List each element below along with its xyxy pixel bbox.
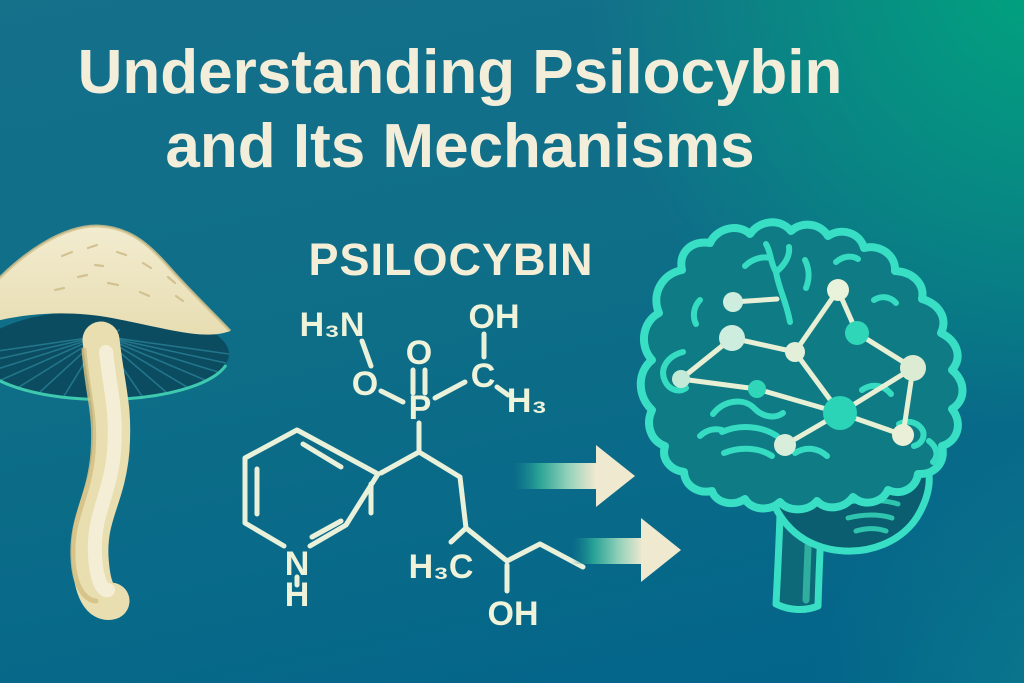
page-title-line1: Understanding Psilocybin bbox=[77, 38, 843, 107]
page-title: Understanding Psilocybin and Its Mechani… bbox=[0, 36, 920, 184]
molecule-heading: PSILOCYBIN bbox=[308, 234, 594, 285]
transformation-arrows bbox=[513, 445, 681, 582]
mushroom-stem-highlight bbox=[87, 345, 122, 598]
neural-edges bbox=[678, 287, 916, 448]
neural-node bbox=[900, 355, 926, 381]
atom-label-h3-right: H₃ bbox=[507, 382, 547, 420]
neural-network bbox=[672, 279, 926, 456]
atom-label-ring-h: H bbox=[285, 576, 310, 614]
neural-node bbox=[774, 434, 796, 456]
atom-label-o-double: O bbox=[406, 334, 432, 372]
atom-label-h3c: H₃C bbox=[409, 548, 474, 586]
neural-node bbox=[723, 292, 743, 312]
atom-label-oh-bottom: OH bbox=[488, 595, 539, 633]
atom-label-oh-top: OH bbox=[469, 298, 520, 336]
neural-node bbox=[827, 279, 849, 301]
atom-label-p: P bbox=[409, 389, 432, 427]
atom-label-ring-n: N bbox=[285, 545, 310, 583]
arrow-right-icon bbox=[513, 445, 635, 507]
neural-node bbox=[748, 380, 766, 398]
mushroom-cap-outline bbox=[0, 224, 232, 333]
arrow-right-icon bbox=[572, 518, 681, 582]
mushroom-cap-texture bbox=[53, 243, 185, 303]
cerebrum-outline bbox=[636, 218, 967, 514]
molecule-bonds bbox=[242, 331, 586, 594]
neural-node bbox=[823, 396, 857, 430]
neural-node bbox=[672, 370, 690, 388]
molecule-structure: H₃N O O OH P C H₃ H₃C N H OH bbox=[242, 298, 586, 633]
neural-node bbox=[892, 424, 914, 446]
neural-node bbox=[845, 321, 869, 345]
mushroom-icon bbox=[0, 224, 232, 620]
atom-label-o-bridge: O bbox=[352, 365, 378, 403]
neural-node bbox=[719, 325, 745, 351]
page-title-line2: and Its Mechanisms bbox=[165, 112, 755, 181]
brain-icon bbox=[636, 218, 967, 613]
atom-label-c: C bbox=[471, 357, 496, 395]
brain-gyri-squiggles bbox=[660, 241, 940, 465]
mushroom-cap bbox=[0, 226, 230, 335]
atom-label-h3n: H₃N bbox=[300, 306, 365, 344]
mushroom-stem-shadow-edge bbox=[70, 347, 99, 604]
neural-node bbox=[785, 342, 805, 362]
